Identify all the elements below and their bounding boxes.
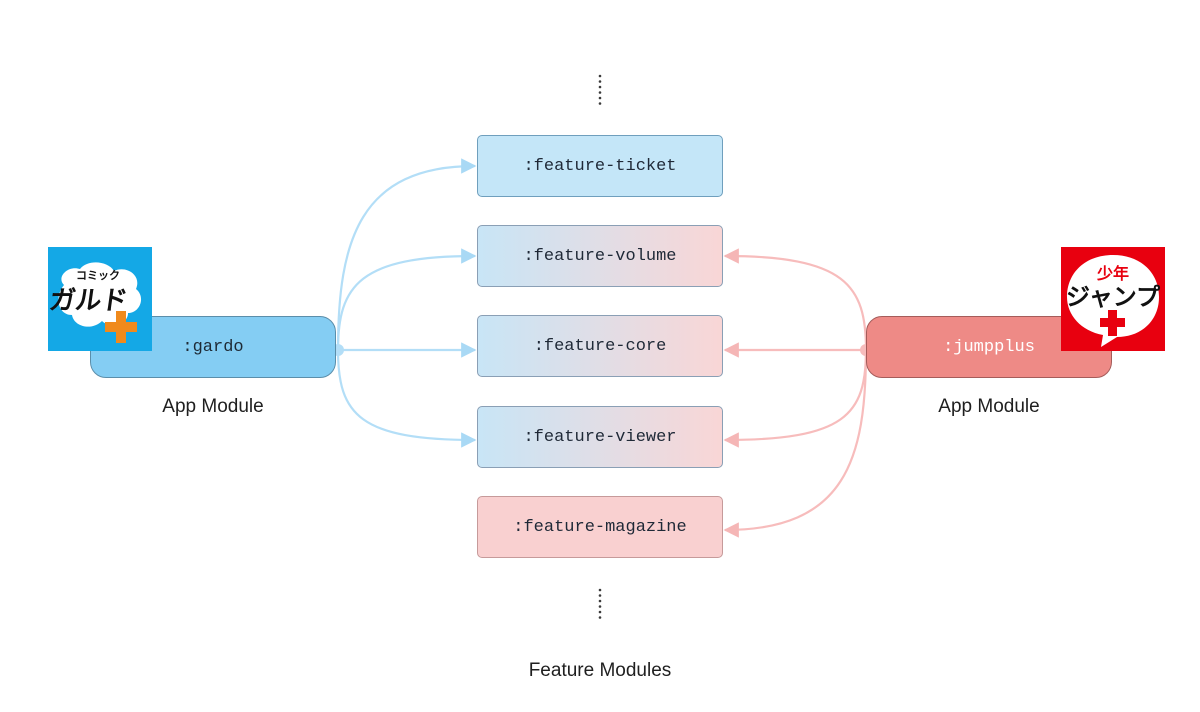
edge-gardo-volume [336,248,477,351]
feature-module-label: :feature-volume [523,246,677,266]
jumpplus-logo-top: 少年 [1096,264,1129,283]
edge-gardo-ticket [336,158,477,351]
gardo-logo-top: コミック [76,269,120,282]
feature-module-label: :feature-ticket [523,156,677,176]
feature-modules-caption: Feature Modules [528,660,672,681]
app-module-label: :gardo [182,337,244,357]
feature-module-volume: :feature-volume [477,225,723,287]
gardo-logo: コミック ガルド [48,247,152,351]
gardo-logo-main: ガルド [48,286,129,316]
feature-module-label: :feature-viewer [523,427,677,447]
feature-module-magazine: :feature-magazine [477,496,723,558]
feature-module-ticket: :feature-ticket [477,135,723,197]
edge-jump-viewer [723,349,868,448]
jumpplus-logo-main: ジャンプ [1066,283,1161,311]
ellipsis-top [598,74,602,105]
edge-jump-volume [723,248,868,351]
ellipsis-bottom [598,588,602,619]
feature-module-label: :feature-magazine [513,517,687,537]
feature-module-core: :feature-core [477,315,723,377]
edge-gardo-viewer [336,349,477,448]
edge-jump-magazine [723,349,868,538]
feature-module-label: :feature-core [533,336,667,356]
gardo-caption: App Module [162,396,264,417]
jumpplus-caption: App Module [938,396,1040,417]
jumpplus-logo: 少年 ジャンプ [1061,247,1165,351]
feature-module-viewer: :feature-viewer [477,406,723,468]
app-module-label: :jumpplus [943,337,1035,357]
